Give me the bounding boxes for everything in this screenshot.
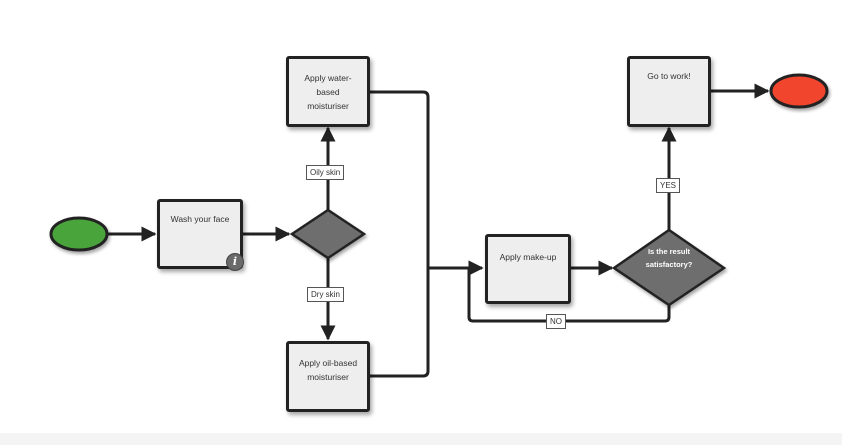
yes-label: YES	[656, 178, 681, 193]
make-up-label: Apply make-up	[499, 252, 557, 262]
wash-face-node[interactable]: Wash your face	[157, 199, 243, 269]
oily-skin-label: Oily skin	[306, 165, 345, 180]
dry-skin-label: Dry skin	[307, 287, 344, 302]
wash-face-label: Wash your face	[170, 214, 230, 224]
oil-moisturiser-node[interactable]: Apply oil-based moisturiser	[286, 341, 370, 412]
water-moisturiser-label: Apply water-based moisturiser	[304, 73, 352, 111]
start-terminal	[49, 216, 109, 252]
result-decision	[611, 228, 727, 307]
result-decision-label: Is the result satisfactory?	[645, 247, 693, 269]
edge-oil-to-makeup	[370, 268, 430, 378]
make-up-node[interactable]: Apply make-up	[485, 234, 571, 304]
edge-result-no-loop	[467, 260, 671, 323]
canvas-footer-band	[0, 433, 842, 445]
go-to-work-label: Go to work!	[647, 71, 691, 81]
water-moisturiser-node[interactable]: Apply water-based moisturiser	[286, 56, 370, 127]
oil-moisturiser-label: Apply oil-based moisturiser	[298, 358, 358, 382]
info-icon[interactable]: i	[226, 253, 244, 271]
end-terminal	[769, 73, 829, 109]
go-to-work-node[interactable]: Go to work!	[627, 56, 711, 127]
no-label: NO	[546, 314, 566, 329]
edge-water-to-makeup	[370, 90, 484, 276]
skin-type-decision	[289, 208, 367, 260]
